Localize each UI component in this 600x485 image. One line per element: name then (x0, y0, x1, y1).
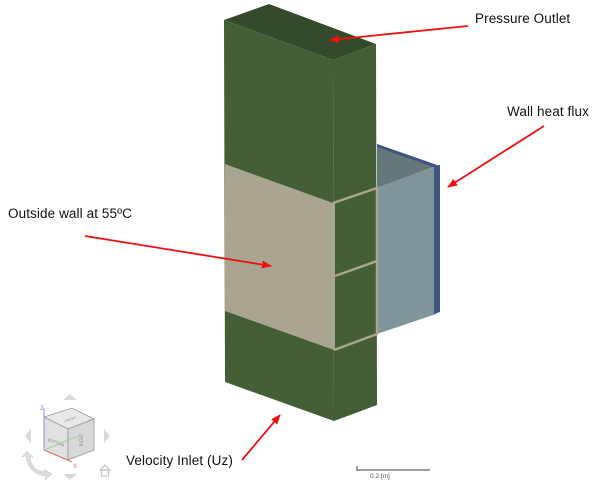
wall-slots (332, 186, 379, 352)
pressure-outlet-arrow (329, 25, 469, 44)
x-axis-label: X (73, 463, 77, 470)
slot-upper[interactable] (335, 190, 376, 275)
rotate-left-icon[interactable] (25, 429, 31, 443)
slot-divider (334, 259, 378, 278)
home-icon[interactable] (98, 464, 112, 477)
z-axis-label: Z (40, 405, 44, 412)
column-top-face[interactable] (224, 4, 376, 60)
x-axis (43, 449, 73, 463)
pressure-outlet-label: Pressure Outlet (475, 11, 571, 26)
scale-bar (356, 466, 430, 471)
heat-flux-side-edge[interactable] (434, 165, 440, 314)
heat-flux-top-edge (377, 144, 440, 168)
heat-flux-face[interactable] (377, 166, 436, 334)
cube-right-face[interactable] (67, 418, 95, 461)
outside-wall-face[interactable] (225, 164, 334, 350)
y-axis (43, 435, 79, 451)
wall-heat-flux-label: Wall heat flux (507, 104, 589, 119)
roll-icon[interactable] (21, 450, 53, 481)
y-axis-label: Y (76, 436, 81, 442)
cube-top-label: FRONT (63, 415, 76, 423)
velocity-inlet-arrow (241, 414, 281, 461)
rotate-down-icon[interactable] (63, 474, 77, 480)
wall-heat-flux-arrow (447, 125, 545, 188)
outside-wall-label: Outside wall at 55ºC (8, 206, 132, 221)
heat-flux-inner-face (377, 144, 436, 188)
slot-lower[interactable] (335, 263, 376, 348)
rotate-up-icon[interactable] (63, 394, 77, 400)
cube-left-label: BOTTOM (47, 437, 65, 448)
rotate-right-icon[interactable] (104, 429, 110, 443)
scale-bar-label: 0.2 [m] (370, 473, 390, 480)
heat-flux-box[interactable] (377, 144, 440, 334)
outside-wall-arrow (84, 235, 272, 269)
velocity-inlet-label: Velocity Inlet (Uz) (126, 453, 233, 468)
cube-right-label: RIGHT (79, 433, 84, 446)
view-cube-widget[interactable]: FRONT BOTTOM RIGHT Z X Y (21, 394, 112, 481)
